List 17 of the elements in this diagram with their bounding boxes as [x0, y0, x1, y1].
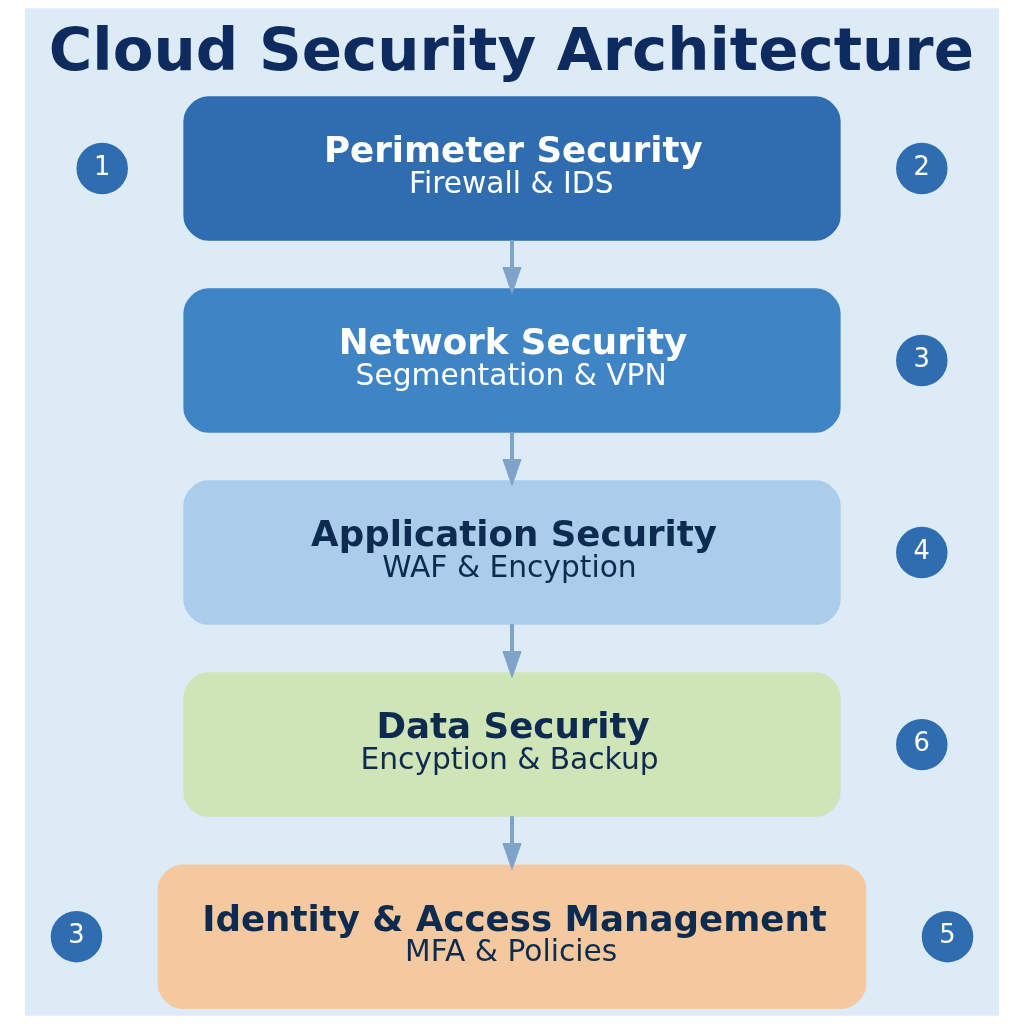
label: 1 [94, 151, 111, 182]
diagram-title: Cloud Security Architecture [48, 14, 974, 84]
arrow [502, 816, 522, 871]
label: 6 [913, 727, 930, 758]
label: 2 [913, 151, 930, 182]
label: 3 [913, 343, 930, 374]
node-box: Application Security WAF & Encyption [183, 480, 841, 625]
arrow [502, 432, 522, 487]
label: 5 [939, 919, 956, 950]
arrow [502, 240, 522, 295]
node-box: Network Security Segmentation & VPN [183, 288, 841, 433]
arrow [502, 624, 522, 679]
node-box: Data Security Encyption & Backup [183, 672, 841, 817]
node-box: Perimeter Security Firewall & IDS [183, 96, 841, 241]
label: 3 [68, 919, 85, 950]
node-box: Identity & Access Management MFA & Policies [157, 864, 867, 1009]
label: 4 [913, 535, 930, 566]
